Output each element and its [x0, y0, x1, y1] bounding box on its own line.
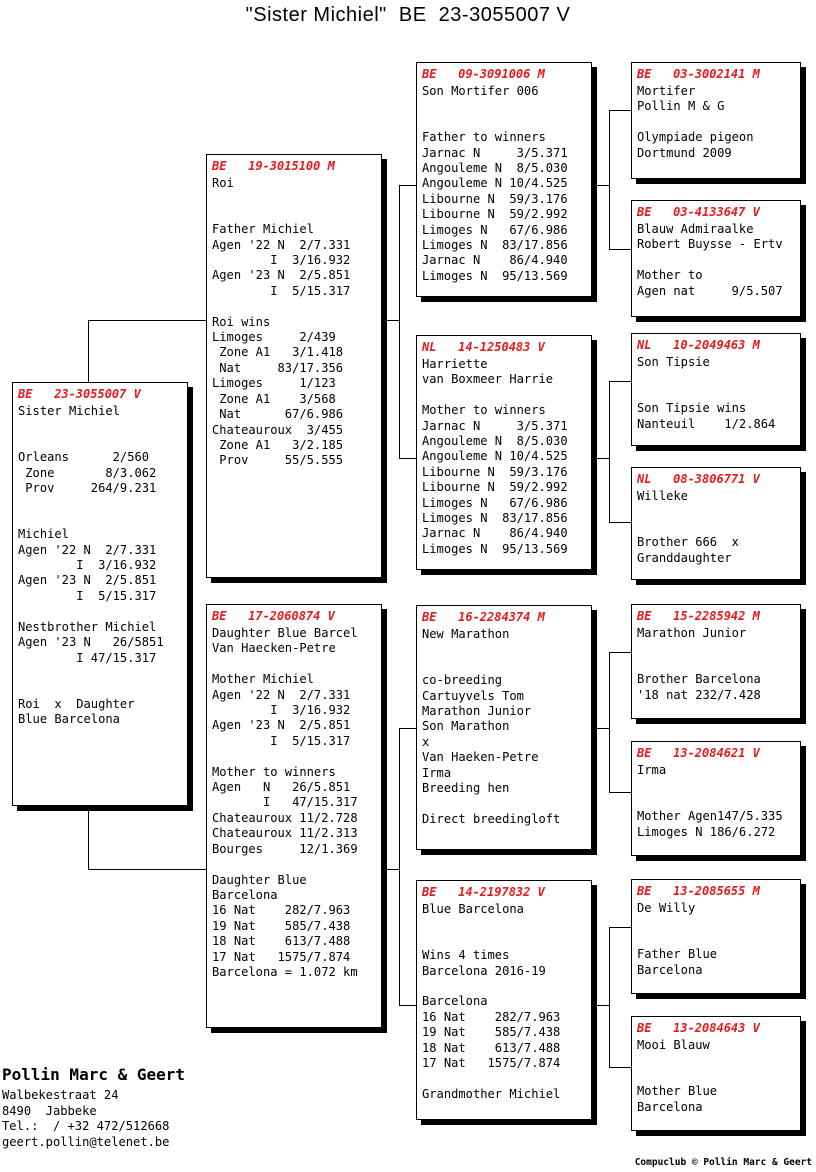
pedigree-card-gen4-7[interactable]: BE 13-2084643 V Mooi Blauw Mother Blue B…	[631, 1016, 801, 1131]
connector-gen2-0-bracket-up	[399, 185, 400, 321]
pedigree-card-gen4-1[interactable]: BE 03-4133647 V Blauw Admiraalke Robert …	[631, 200, 801, 317]
breeder-name: Pollin Marc & Geert	[2, 1065, 186, 1085]
ring-number: BE 03-4133647 V	[637, 205, 760, 219]
pedigree-card-gen3-2[interactable]: BE 16-2284374 M New Marathon co-breeding…	[416, 605, 592, 850]
card-body-text: Blauw Admiraalke Robert Buysse - Ertv Mo…	[637, 222, 783, 298]
card-body-text: Son Mortifer 006 Father to winners Jarna…	[422, 84, 568, 283]
ring-number: NL 08-3806771 V	[637, 472, 760, 486]
connector-gen3-0-stem	[588, 185, 610, 186]
ring-number: NL 10-2049463 M	[637, 338, 760, 352]
card-body-text: Sister Michiel Orleans 2/560 Zone 8/3.06…	[18, 404, 164, 727]
connector-to-gen3-2	[399, 728, 417, 729]
breeder-email: geert.pollin@telenet.be	[2, 1134, 170, 1149]
ring-number: BE 03-3002141 M	[637, 67, 760, 81]
connector-gen3-2-bracket-up	[609, 652, 610, 729]
connector-to-gen2-0	[88, 320, 206, 321]
connector-to-gen3-3	[399, 1005, 417, 1006]
pedigree-card-gen4-3[interactable]: NL 08-3806771 V Willeke Brother 666 x Gr…	[631, 467, 801, 580]
connector-to-gen3-1	[399, 458, 417, 459]
connector-to-gen4-5	[609, 792, 631, 793]
breeder-phone: Tel.: / +32 472/512668	[2, 1119, 170, 1134]
pedigree-card-subject[interactable]: BE 23-3055007 V Sister Michiel Orleans 2…	[12, 382, 188, 806]
connector-gen3-1-bracket-dn	[609, 458, 610, 522]
connector-to-gen3-0	[399, 185, 417, 186]
card-body-text: Harriette van Boxmeer Harrie Mother to w…	[422, 357, 568, 556]
breeder-address-city: 8490 Jabbeke	[2, 1103, 97, 1118]
card-body-text: Son Tipsie Son Tipsie wins Nanteuil 1/2.…	[637, 355, 776, 431]
breeder-address-street: Walbekestraat 24	[2, 1088, 119, 1103]
ring-number: BE 13-2084643 V	[637, 1021, 760, 1035]
ring-number: BE 13-2084621 V	[637, 746, 760, 760]
connector-gen2-0-stem	[378, 320, 400, 321]
connector-gen2-1-bracket-dn	[399, 869, 400, 1005]
connector-gen3-3-stem	[588, 1005, 610, 1006]
connector-to-gen4-7	[609, 1067, 631, 1068]
connector-gen3-0-bracket-up	[609, 110, 610, 186]
pedigree-card-gen3-1[interactable]: NL 14-1250483 V Harriette van Boxmeer Ha…	[416, 335, 592, 570]
card-body-text: Mooi Blauw Mother Blue Barcelona	[637, 1038, 718, 1114]
pedigree-card-gen2-mother[interactable]: BE 17-2060874 V Daughter Blue Barcel Van…	[206, 604, 382, 1028]
pedigree-card-gen4-2[interactable]: NL 10-2049463 M Son Tipsie Son Tipsie wi…	[631, 333, 801, 446]
ring-number: BE 17-2060874 V	[212, 609, 335, 623]
copyright-notice: Compuclub © Pollin Marc & Geert	[634, 1157, 812, 1168]
ring-number: BE 13-2085655 M	[637, 884, 760, 898]
card-body-text: New Marathon co-breeding Cartuyvels Tom …	[422, 627, 561, 826]
pedigree-card-gen4-4[interactable]: BE 15-2285942 M Marathon Junior Brother …	[631, 604, 801, 719]
pedigree-card-gen2-father[interactable]: BE 19-3015100 M Roi Father Michiel Agen …	[206, 154, 382, 578]
connector-gen3-2-bracket-dn	[609, 728, 610, 792]
pedigree-card-gen4-5[interactable]: BE 13-2084621 V Irma Mother Agen147/5.33…	[631, 741, 801, 856]
connector-gen2-1-bracket-up	[399, 728, 400, 870]
ring-number: BE 09-3091006 M	[422, 67, 545, 81]
page-title: "Sister Michiel" BE 23-3055007 V	[245, 4, 571, 26]
card-body-text: Roi Father Michiel Agen '22 N 2/7.331 I …	[212, 176, 351, 468]
pedigree-card-gen3-3[interactable]: BE 14-2197832 V Blue Barcelona Wins 4 ti…	[416, 880, 592, 1120]
card-body-text: Blue Barcelona Wins 4 times Barcelona 20…	[422, 902, 561, 1101]
connector-to-gen4-1	[609, 249, 631, 250]
card-body-text: Daughter Blue Barcel Van Haecken-Petre M…	[212, 626, 358, 979]
card-body-text: De Willy Father Blue Barcelona	[637, 901, 718, 977]
connector-gen2-1-stem	[378, 869, 400, 870]
pedigree-card-gen4-6[interactable]: BE 13-2085655 M De Willy Father Blue Bar…	[631, 879, 801, 994]
connector-to-gen4-6	[609, 927, 631, 928]
ring-number: BE 19-3015100 M	[212, 159, 335, 173]
ring-number: BE 23-3055007 V	[18, 387, 141, 401]
card-body-text: Irma Mother Agen147/5.335 Limoges N 186/…	[637, 763, 783, 839]
connector-gen3-1-stem	[588, 458, 610, 459]
connector-to-gen4-4	[609, 652, 631, 653]
pedigree-card-gen4-0[interactable]: BE 03-3002141 M Mortifer Pollin M & G Ol…	[631, 62, 801, 179]
card-body-text: Willeke Brother 666 x Granddaughter	[637, 489, 739, 565]
connector-to-gen4-2	[609, 381, 631, 382]
connector-to-gen4-3	[609, 522, 631, 523]
breeder-contact-block: Pollin Marc & Geert Walbekestraat 24 849…	[2, 1065, 185, 1150]
ring-number: BE 15-2285942 M	[637, 609, 760, 623]
card-body-text: Mortifer Pollin M & G Olympiade pigeon D…	[637, 84, 754, 160]
pedigree-card-gen3-0[interactable]: BE 09-3091006 M Son Mortifer 006 Father …	[416, 62, 592, 297]
connector-gen3-3-bracket-dn	[609, 1005, 610, 1067]
connector-to-gen4-0	[609, 110, 631, 111]
connector-gen3-0-bracket-dn	[609, 185, 610, 249]
connector-gen3-1-bracket-up	[609, 381, 610, 459]
connector-gen3-3-bracket-up	[609, 927, 610, 1006]
connector-gen2-0-bracket-dn	[399, 320, 400, 458]
ring-number: BE 14-2197832 V	[422, 885, 545, 899]
connector-gen3-2-stem	[588, 728, 610, 729]
ring-number: NL 14-1250483 V	[422, 340, 545, 354]
card-body-text: Marathon Junior Brother Barcelona '18 na…	[637, 626, 761, 702]
connector-to-gen2-1	[88, 869, 206, 870]
ring-number: BE 16-2284374 M	[422, 610, 545, 624]
